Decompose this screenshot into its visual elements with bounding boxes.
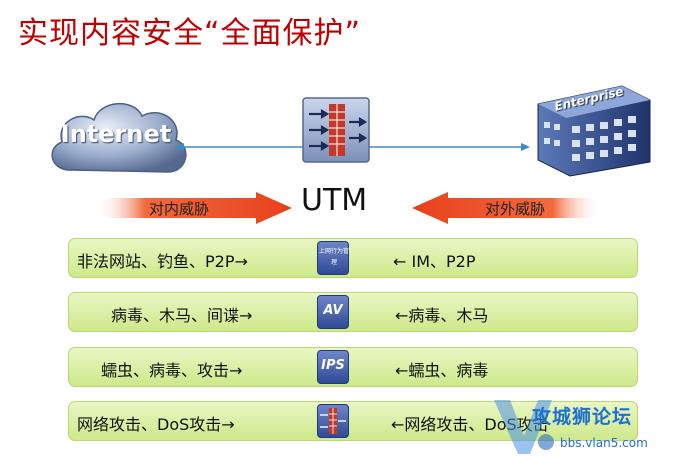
protection-row-url-filter: 非法网站、钓鱼、P2P→ 上网行为管理 ← IM、P2P — [68, 238, 638, 278]
row-left-text: 非法网站、钓鱼、P2P→ — [77, 252, 248, 271]
av-module-icon: AV — [317, 295, 349, 329]
utm-firewall-icon — [302, 97, 370, 163]
protection-row-ips: 蠕虫、病毒、攻击→ IPS ←蠕虫、病毒 — [68, 347, 638, 387]
inbound-threat-arrow — [96, 192, 292, 224]
page-title: 实现内容安全“全面保护” — [18, 16, 362, 51]
row-left-text: 网络攻击、DoS攻击→ — [77, 415, 235, 434]
row-right-text: ←蠕虫、病毒 — [395, 361, 489, 380]
row-right-text: ← IM、P2P — [393, 252, 476, 271]
behavior-management-module-icon: 上网行为管理 — [317, 241, 349, 275]
enterprise-building-icon — [537, 85, 651, 177]
watermark-text: 攻城狮论坛 — [532, 406, 633, 428]
outbound-threat-label: 对外威胁 — [485, 200, 546, 218]
row-right-text: ←病毒、木马 — [395, 306, 489, 325]
row-left-text: 病毒、木马、间谍→ — [111, 306, 253, 325]
watermark-url: bbs.vlan5.com — [560, 436, 648, 450]
ips-module-icon: IPS — [317, 350, 349, 384]
internet-label: Internet — [60, 120, 172, 148]
inbound-threat-label: 对内威胁 — [149, 200, 210, 218]
protection-row-av: 病毒、木马、间谍→ AV ←病毒、木马 — [68, 292, 638, 332]
utm-label: UTM — [301, 183, 368, 218]
forum-logo-icon — [494, 400, 554, 454]
row-left-text: 蠕虫、病毒、攻击→ — [101, 361, 243, 380]
outbound-threat-arrow — [412, 192, 600, 224]
internet-cloud-icon — [51, 102, 187, 173]
firewall-module-icon — [317, 404, 349, 438]
